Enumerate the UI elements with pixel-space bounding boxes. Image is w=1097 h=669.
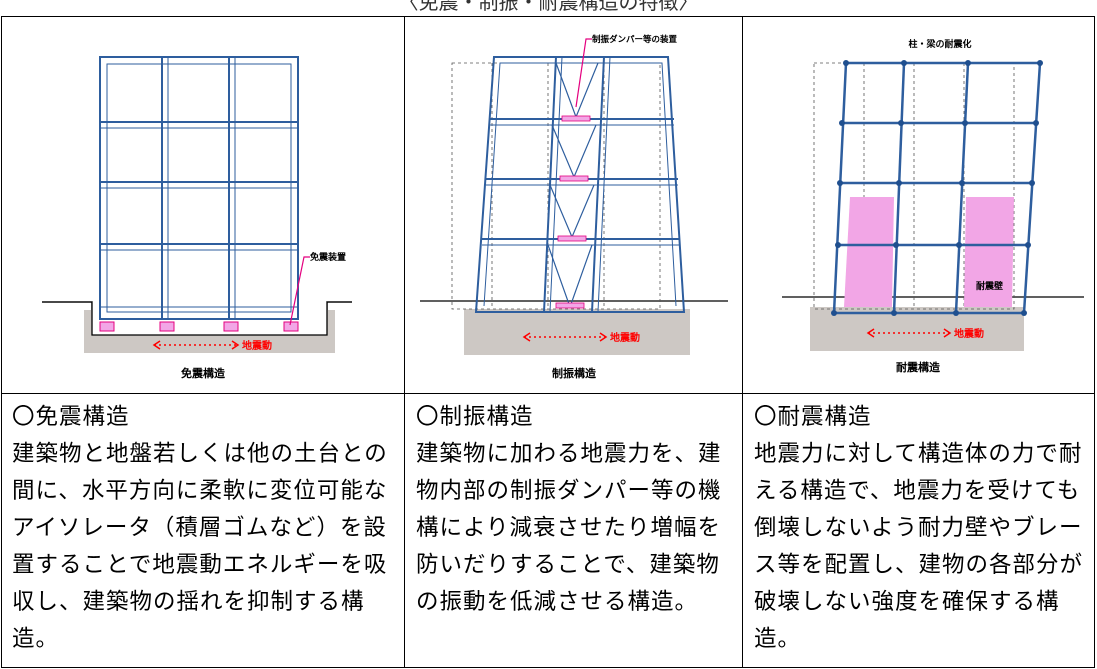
column-divider <box>404 17 405 667</box>
ground-foundation <box>810 307 1024 351</box>
ground-foundation <box>464 309 690 355</box>
device-label: 柱・梁の耐震化 <box>908 38 971 50</box>
isolator-pads <box>99 321 299 332</box>
vibration-control-description: 〇制振構造 建築物に加わる地震力を、建物内部の制振ダンパー等の機構により減衰させ… <box>406 395 742 667</box>
leader-line <box>289 256 310 326</box>
building-frame <box>99 56 299 320</box>
figure-caption: 制振構造 <box>552 366 597 380</box>
section-body: 地震力に対して構造体の力で耐える構造で、地震力を受けても倒壊しないよう耐力壁やブ… <box>754 441 1084 652</box>
comparison-table: 免震装置 地震動 免震構造 <box>1 16 1095 668</box>
device-label: 制振ダンパー等の装置 <box>592 34 678 45</box>
section-heading: 〇制振構造 <box>416 404 534 430</box>
ground-motion-arrow <box>522 332 608 342</box>
section-body: 建築物と地盤若しくは他の土台との間に、水平方向に柔軟に変位可能なアイソレータ（積… <box>12 441 388 652</box>
vibration-control-figure: 制振ダンパー等の装置 地震動 制振構造 <box>406 17 742 392</box>
ground-motion-arrow <box>152 340 240 350</box>
figure-caption: 耐震構造 <box>896 360 941 374</box>
ground-motion-arrow <box>866 328 952 338</box>
section-heading: 〇耐震構造 <box>754 404 872 430</box>
section-heading: 〇免震構造 <box>12 404 130 430</box>
shear-walls <box>844 197 1014 307</box>
leader-line <box>575 38 592 108</box>
damper-pads <box>555 115 591 309</box>
page-title: 〈免震・制振・耐震構造の特徴〉 <box>398 0 699 14</box>
device-label: 免震装置 <box>310 251 346 263</box>
building-frame <box>474 56 686 313</box>
earthquake-resistant-description: 〇耐震構造 地震力に対して構造体の力で耐える構造で、地震力を受けても倒壊しないよ… <box>744 395 1094 667</box>
earthquake-resistant-diagram: 柱・梁の耐震化 耐震壁 地震動 耐震構造 <box>782 38 1084 374</box>
base-isolation-figure: 免震装置 地震動 免震構造 <box>2 17 404 392</box>
ground-motion-label: 地震動 <box>610 331 640 344</box>
vibration-control-diagram: 制振ダンパー等の装置 地震動 制振構造 <box>420 34 728 380</box>
base-isolation-diagram: 免震装置 地震動 免震構造 <box>42 56 352 380</box>
column-divider <box>742 17 743 667</box>
beam-column-joints <box>831 60 1043 316</box>
earthquake-resistant-figure: 柱・梁の耐震化 耐震壁 地震動 耐震構造 <box>744 17 1094 392</box>
wall-label: 耐震壁 <box>976 280 1003 292</box>
section-body: 建築物に加わる地震力を、建物内部の制振ダンパー等の機構により減衰させたり増幅を防… <box>416 441 722 615</box>
base-isolation-description: 〇免震構造 建築物と地盤若しくは他の土台との間に、水平方向に柔軟に変位可能なアイ… <box>2 395 404 667</box>
ground-motion-label: 地震動 <box>242 339 272 352</box>
row-divider <box>2 393 1094 394</box>
ground-motion-label: 地震動 <box>954 327 984 340</box>
figure-caption: 免震構造 <box>181 366 226 380</box>
